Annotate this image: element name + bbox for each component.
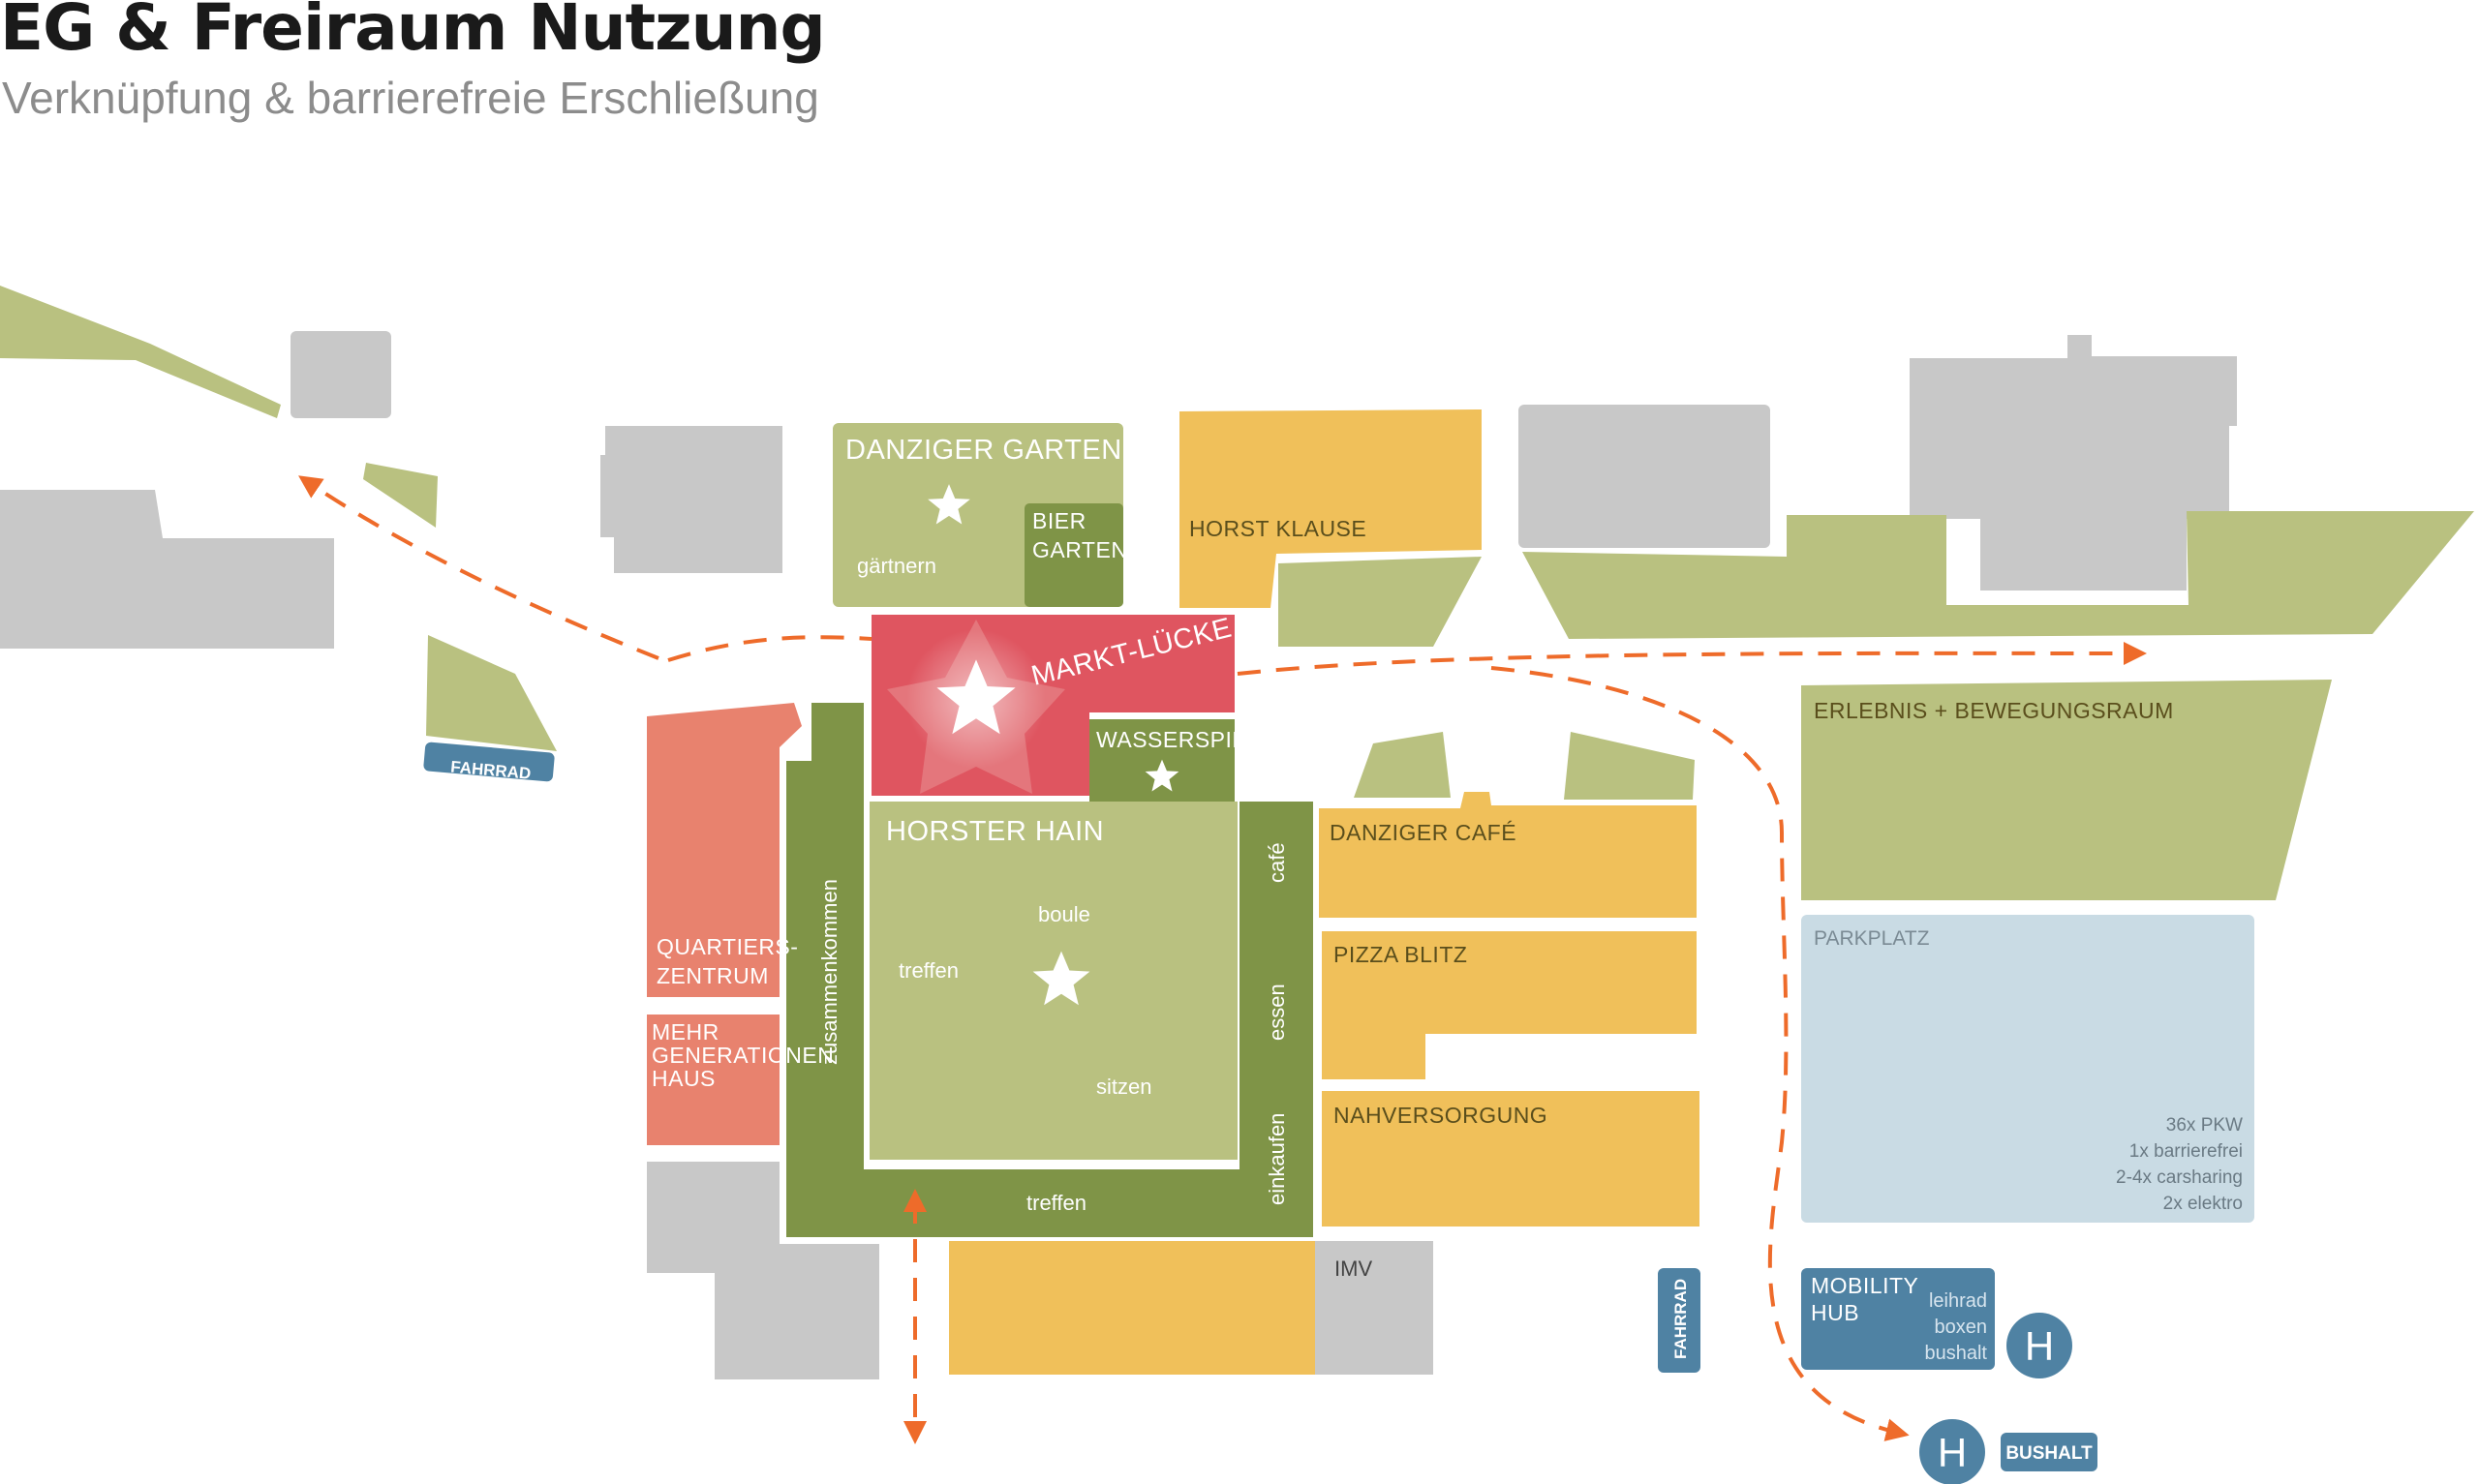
label-treffen-bottom: treffen <box>1026 1191 1086 1215</box>
label-leihrad: leihrad <box>1929 1290 1987 1312</box>
building-sw <box>647 1162 879 1379</box>
label-boxen: boxen <box>1935 1317 1988 1338</box>
route-west <box>667 635 872 662</box>
label-horster-hain: HORSTER HAIN <box>886 816 1104 847</box>
label-haus: HAUS <box>652 1066 716 1091</box>
area-erlebnis-bewegungsraum <box>1801 680 2332 900</box>
badge-fahrrad-left <box>423 742 555 782</box>
label-pkw: 36x PKW <box>2166 1115 2243 1136</box>
label-horst-klause: HORST KLAUSE <box>1189 516 1366 541</box>
route-east <box>1237 641 2147 676</box>
label-bushalt-small: bushalt <box>1925 1343 1988 1364</box>
blue-elements <box>423 742 2097 1484</box>
building-north-east <box>1518 405 1770 548</box>
area-pizza-blitz <box>1322 931 1697 1079</box>
area-horst-klause <box>1179 409 1482 608</box>
building-west <box>0 490 334 649</box>
label-elektro: 2x elektro <box>2163 1194 2243 1214</box>
bus-stop-h-top-icon: H <box>2025 1323 2054 1369</box>
green-strip-nw <box>0 286 281 418</box>
label-treffen: treffen <box>899 958 959 983</box>
label-zentrum: ZENTRUM <box>657 963 769 988</box>
area-mehr-generationen-haus <box>647 1015 780 1145</box>
label-nahversorgung: NAHVERSORGUNG <box>1333 1103 1547 1128</box>
buildings-gray <box>0 331 2237 1379</box>
green-patch-cafe-right <box>1564 732 1695 800</box>
badge-bushalt <box>2001 1433 2097 1471</box>
area-danziger-cafe <box>1319 792 1697 918</box>
building-ne-tower <box>1910 335 2237 591</box>
page-subtitle: Verknüpfung & barrierefreie Erschließung <box>2 73 819 123</box>
label-wasserspiel: WASSERSPIEL <box>1096 727 1261 752</box>
walkway-horster-hain <box>786 703 1313 1237</box>
label-generationen: GENERATIONEN <box>652 1043 834 1068</box>
route-east-loop <box>1490 666 1910 1441</box>
stars <box>928 484 1179 1006</box>
green-patch-horst <box>1278 557 1482 647</box>
area-quartierszentrum <box>647 703 802 997</box>
green-patch-fahrrad <box>426 635 557 751</box>
green-strip-north-east <box>1522 511 2474 639</box>
star-wasserspiel-icon <box>1145 759 1179 792</box>
label-hub: HUB <box>1811 1300 1859 1325</box>
label-danziger-garten: DANZIGER GARTEN <box>845 435 1122 466</box>
labels: DANZIGER GARTEN gärtnern BIER GARTEN HOR… <box>450 435 2243 1475</box>
mobility-hub-box <box>1801 1268 1995 1370</box>
page-title: EG & Freiraum Nutzung <box>0 0 826 65</box>
label-essen: essen <box>1265 984 1289 1041</box>
label-carsharing: 2-4x carsharing <box>2116 1167 2243 1188</box>
yellow-areas <box>949 409 1699 1375</box>
label-fahrrad-right: FAHRRAD <box>1671 1279 1690 1359</box>
label-zusammenkommen: zusammenkommen <box>817 879 842 1065</box>
bus-stop-h-bottom-icon: H <box>1938 1430 1967 1475</box>
green-patch-cafe-left <box>1354 732 1451 798</box>
label-pizza-blitz: PIZZA BLITZ <box>1333 942 1467 967</box>
area-south-yellow <box>949 1241 1315 1375</box>
label-quartiers: QUARTIERS- <box>657 934 798 959</box>
label-boule: boule <box>1038 902 1090 926</box>
star-horster-hain-icon <box>1032 951 1090 1006</box>
label-danziger-cafe: DANZIGER CAFÉ <box>1330 820 1516 845</box>
route-west-arrow <box>298 475 659 660</box>
bus-stop-h-bottom-circle <box>1919 1419 1985 1484</box>
star-danziger-garten-icon <box>928 484 970 525</box>
routes <box>298 475 2147 1444</box>
area-nahversorgung <box>1322 1091 1699 1227</box>
building-nw-small <box>291 331 391 418</box>
label-cafe: café <box>1265 842 1289 883</box>
label-barrierefrei: 1x barrierefrei <box>2129 1141 2243 1162</box>
label-sitzen: sitzen <box>1096 1075 1151 1099</box>
label-mobility: MOBILITY <box>1811 1273 1918 1298</box>
star-markt-luecke-icon <box>936 659 1016 735</box>
green-patch-nw <box>363 463 438 528</box>
bus-stop-h-top-circle <box>2006 1313 2072 1378</box>
label-bushalt: BUSHALT <box>2005 1443 2093 1464</box>
label-gaertnern: gärtnern <box>857 554 936 578</box>
label-erlebnis: ERLEBNIS + BEWEGUNGSRAUM <box>1814 698 2174 723</box>
label-imv: IMV <box>1334 1257 1372 1281</box>
salmon-areas <box>647 703 802 1145</box>
building-north-mid <box>600 426 782 573</box>
label-parkplatz: PARKPLATZ <box>1814 927 1930 950</box>
label-bier: BIER <box>1032 508 1086 533</box>
building-imv <box>1315 1241 1433 1375</box>
badge-fahrrad-right <box>1658 1268 1700 1373</box>
area-parkplatz <box>1801 915 2254 1223</box>
label-einkaufen: einkaufen <box>1265 1113 1289 1205</box>
label-garten: GARTEN <box>1032 537 1127 562</box>
label-mehr: MEHR <box>652 1019 719 1045</box>
area-biergarten <box>1025 503 1123 607</box>
